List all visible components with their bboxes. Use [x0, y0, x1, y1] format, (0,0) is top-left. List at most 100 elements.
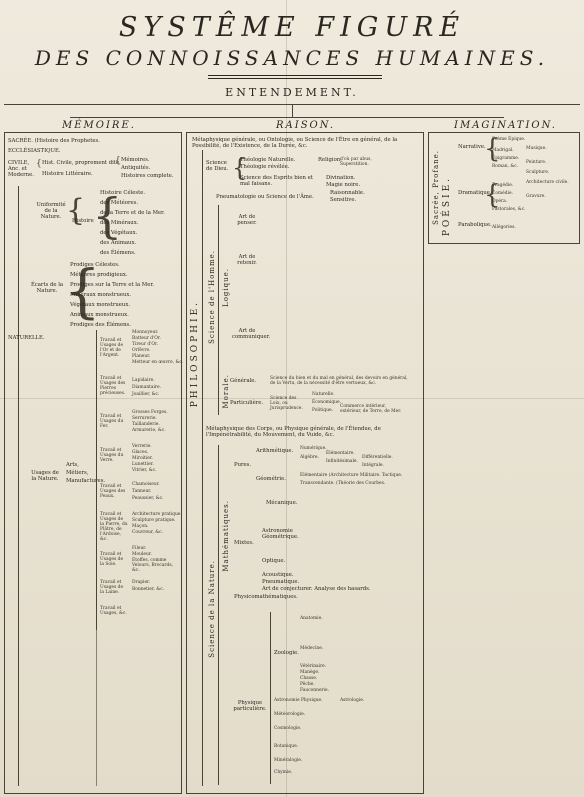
memoire-des-meteores: des Météores.	[100, 200, 139, 206]
raison-magie-noire: Magie noire.	[326, 182, 361, 188]
metier-8: Joaillier, &c.	[132, 392, 160, 397]
metier-21: Architecture pratique.	[132, 512, 182, 517]
philosophie-spine	[202, 150, 203, 786]
imagination-dramatique: Dramatique.	[458, 190, 492, 196]
raison-particuliere: Particulière.	[230, 400, 264, 406]
travail-0: Travail et Usages de l'Or et de l'Argent…	[100, 338, 124, 358]
memoire-arts: Arts,	[66, 462, 79, 468]
raison-science-de-la-nature: Science de la Nature.	[208, 560, 216, 658]
memoire-des-elemens: des Élémens.	[100, 250, 136, 256]
raison-pures: Pures.	[234, 462, 252, 468]
raison-cosmologie: Cosmologie.	[274, 726, 302, 731]
travail-2: Travail et Usages du Fer.	[100, 414, 124, 429]
imagination-comedie: Comédie.	[492, 191, 513, 196]
raison-veterinaire: Vétérinaire.	[300, 664, 327, 669]
raison-metaphysique: Métaphysique générale, ou Ontologie, ou …	[192, 137, 398, 149]
imagination-architecture-civile: Architecture civile.	[526, 180, 569, 185]
imagination-allegories: Allégories.	[492, 225, 516, 230]
memoire-hist-civile: Hist. Civile, proprement dite.	[42, 160, 121, 166]
raison-differentielle: Différentielle.	[362, 455, 393, 460]
memoire-usages: Usages de la Nature.	[31, 470, 59, 482]
memoire-lower-rule	[96, 630, 97, 786]
imagination-sculpture: Sculpture.	[526, 170, 550, 175]
memoire-civile: CIVILE, Anc. et Moderne.	[8, 160, 34, 178]
title-line-2: DES CONNOISSANCES HUMAINES.	[34, 46, 550, 70]
metier-20: Peaussier, &c.	[132, 496, 164, 501]
paper-fold-horizontal	[0, 398, 584, 399]
branch-rule	[70, 117, 504, 118]
raison-mixtes: Mixtes.	[234, 540, 254, 546]
raison-chymie: Chymie.	[274, 770, 293, 775]
raison-zoologie: Zoologie.	[274, 650, 299, 656]
metier-10: Serrurerie.	[132, 416, 157, 421]
metier-15: Miroitier.	[132, 456, 153, 461]
raison-philosophie: PHILOSOPHIE.	[190, 300, 200, 408]
metier-29: Bonnetier, &c.	[132, 587, 165, 592]
travail-5: Travail et Usages de la Pierre, du Plâtr…	[100, 512, 128, 542]
imagination-gravure: Gravure.	[526, 194, 546, 199]
metier-12: Armurerie, &c.	[132, 428, 166, 433]
raison-arithmetique: Arithmétique.	[256, 448, 294, 454]
memoire-ecclesiastique: ECCLÉSIASTIQUE.	[8, 148, 61, 154]
raison-metaphysique-corps: Métaphysique des Corps, ou Physique géné…	[206, 426, 381, 438]
raison-peche: Pêche.	[300, 682, 315, 687]
raison-numerique: Numérique.	[300, 446, 327, 451]
metier-13: Verrerie.	[132, 444, 152, 449]
entendement-stem	[292, 104, 293, 118]
title-rule-bottom	[208, 78, 382, 79]
imagination-tragedie: Tragédie.	[492, 183, 514, 188]
memoire-ecarts: Écarts de la Nature.	[30, 282, 64, 294]
travail-8: Travail et Usages, &c.	[100, 606, 127, 616]
imagination-peinture: Peinture.	[526, 160, 547, 165]
raison-astrologie: Astrologie.	[340, 698, 365, 703]
brace-dramatique: {	[484, 180, 501, 210]
raison-medecine: Médecine.	[300, 646, 324, 651]
imagination-musique: Musique.	[526, 146, 547, 151]
metier-19: Tanneur.	[132, 489, 152, 494]
memoire-sacree: SACRÉE. (Histoire des Prophetes.	[8, 138, 100, 144]
metier-0: Monnoyeur.	[132, 330, 159, 335]
memoire-histoire-celeste: Histoire Céleste.	[100, 190, 146, 196]
memoire-des-vegetaux: des Végétaux.	[100, 230, 138, 236]
raison-divination: Divination.	[326, 175, 356, 181]
raison-morale: Morale.	[222, 374, 230, 409]
memoire-hist-litteraire: Histoire Littéraire.	[42, 171, 93, 177]
memoire-prodiges-elemens: Prodiges des Élémens.	[70, 322, 131, 328]
imagination-madrigal: Madrigal.	[492, 148, 514, 153]
raison-pneumatologie: Pneumatologie ou Science de l'Âme.	[216, 194, 314, 200]
raison-elementaire: Élémentaire.	[326, 451, 355, 456]
metier-2: Tireur d'Or.	[132, 342, 158, 347]
raison-mineralogie: Minéralogie.	[274, 758, 303, 763]
metier-25: Fileur.	[132, 546, 147, 551]
raison-algebre: Algèbre.	[300, 455, 319, 460]
raison-mecanique: Mécanique.	[266, 500, 298, 506]
memoire-histoire-complete: Histoires complete.	[121, 173, 174, 179]
memoire-animaux-monstrueux: Animaux monstrueux.	[70, 312, 129, 318]
raison-botanique: Botanique.	[274, 744, 299, 749]
metier-16: Lunettier.	[132, 462, 154, 467]
raison-art-conjecturer: Art de conjecturer. Analyse des hasards.	[262, 586, 371, 592]
raison-fauconnerie: Fauconnerie.	[300, 688, 330, 693]
raison-astronomie-geo: Astronomie Géométrique.	[262, 528, 299, 540]
metier-18: Chamoiseur.	[132, 482, 160, 487]
raison-generale: Générale.	[230, 378, 257, 384]
raison-logique: Logique.	[222, 268, 230, 307]
raison-pneumatique: Pneumatique.	[262, 579, 300, 585]
raison-optique: Optique.	[262, 558, 286, 564]
metier-17: Vitrier, &c.	[132, 468, 157, 473]
imagination-heading: IMAGINATION.	[454, 120, 557, 131]
imagination-parabolique: Parabolique.	[458, 222, 492, 228]
imagination-sacree-profane: Sacrée, Profane.	[432, 150, 440, 225]
brace-histoire: {	[92, 188, 123, 244]
metier-28: Drapier.	[132, 580, 151, 585]
metier-26: Mouleur.	[132, 552, 152, 557]
raison-meteorologie: Météorologie.	[274, 712, 306, 717]
raison-commerce: Commerce intérieur, extérieur, de Terre,…	[340, 404, 402, 414]
raison-sensitive: Sensitive.	[330, 197, 357, 203]
travail-4: Travail et Usages des Peaux.	[100, 484, 126, 499]
travail-7: Travail et Usages de la Laine.	[100, 580, 124, 595]
title-line-1: SYSTÊME FIGURÉ	[118, 12, 466, 43]
paper-fold	[286, 0, 287, 797]
metier-22: Sculpture pratique.	[132, 518, 176, 523]
raison-infinitesimale: Infinitésimale.	[326, 459, 358, 464]
